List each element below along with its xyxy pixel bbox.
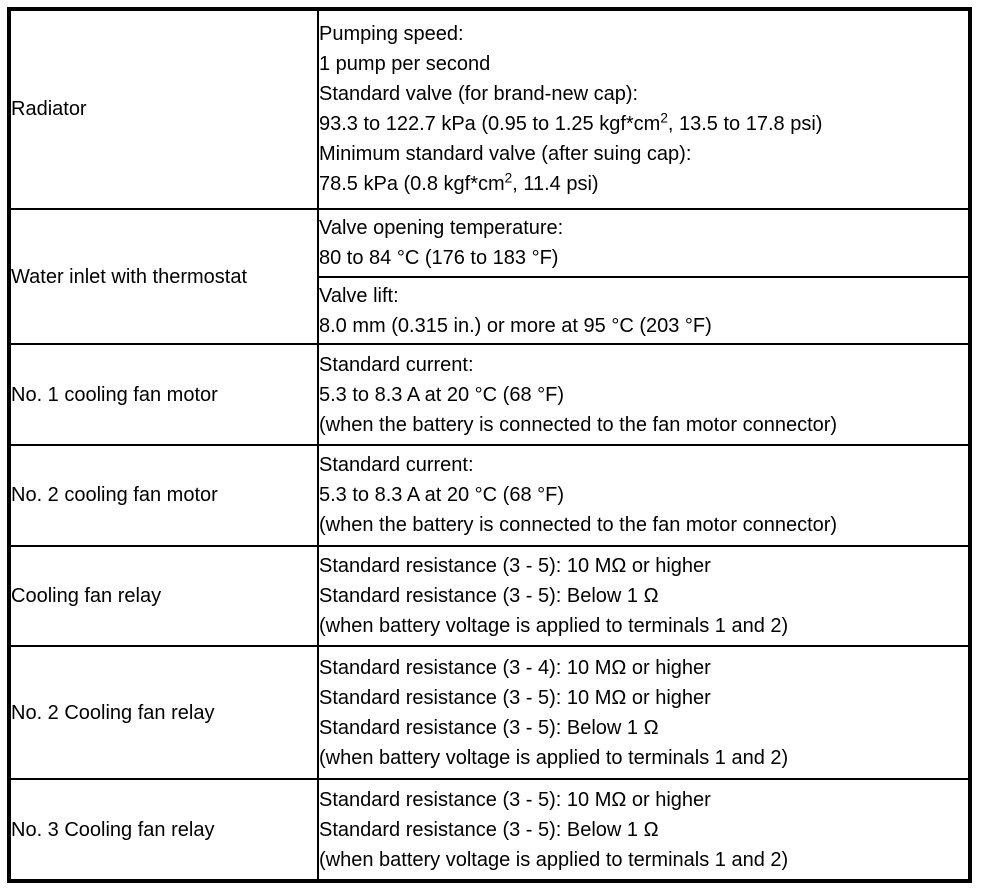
spec-line: Valve opening temperature: (319, 216, 564, 239)
spec-item-label-cell: Radiator (11, 11, 319, 210)
spec-line: 5.3 to 8.3 A at 20 °C (68 °F) (319, 383, 565, 406)
spec-line: Standard current: (319, 454, 474, 477)
spec-value-cell: Standard current: 5.3 to 8.3 A at 20 °C (… (317, 443, 968, 547)
spec-item-label-cell: No. 2 Cooling fan relay (11, 645, 319, 781)
spec-value-cell: Standard resistance (3 - 5): 10 MΩ or hi… (317, 778, 968, 879)
spec-line: 80 to 84 °C (176 to 183 °F) (319, 246, 559, 269)
spec-line-text: 93.3 to 122.7 kPa (0.95 to 1.25 kgf*cm (319, 113, 661, 136)
spec-line: Standard resistance (3 - 5): 10 MΩ or hi… (319, 554, 711, 577)
spec-line: Standard resistance (3 - 5): Below 1 Ω (319, 818, 659, 841)
spec-value-cell: Standard resistance (3 - 5): 10 MΩ or hi… (317, 544, 968, 648)
spec-item-label: Water inlet with thermostat (11, 265, 248, 288)
spec-item-label: Cooling fan relay (11, 584, 162, 607)
spec-line: 78.5 kPa (0.8 kgf*cm2, 11.4 psi) (319, 169, 968, 199)
spec-line: 93.3 to 122.7 kPa (0.95 to 1.25 kgf*cm2,… (319, 109, 968, 139)
table-row: Valve lift: 8.0 mm (0.315 in.) or more at… (11, 275, 968, 346)
table-row: No. 1 cooling fan motor Standard current:… (11, 343, 968, 446)
spec-value-cell: Valve lift: 8.0 mm (0.315 in.) or more at… (318, 275, 968, 346)
spec-line: Standard resistance (3 - 5): 10 MΩ or hi… (319, 686, 711, 709)
spec-line: (when battery voltage is applied to term… (319, 746, 789, 769)
spec-line-text-tail: , 11.4 psi) (512, 173, 599, 196)
spec-line: Standard valve (for brand-new cap): (319, 83, 639, 106)
spec-line: (when battery voltage is applied to term… (319, 614, 789, 637)
spec-line: Minimum standard valve (after suing cap)… (319, 143, 692, 166)
table-row: No. 3 Cooling fan relay Standard resistan… (11, 778, 968, 879)
spec-item-label-cell: Cooling fan relay (11, 544, 319, 648)
spec-line: 8.0 mm (0.315 in.) or more at 95 °C (203… (319, 314, 712, 337)
spec-item-label-cell: No. 2 cooling fan motor (11, 443, 319, 547)
spec-line-superscript: 2 (660, 110, 668, 126)
spec-value-cell: Standard current: 5.3 to 8.3 A at 20 °C (… (317, 343, 968, 446)
table-row: No. 2 cooling fan motor Standard current:… (11, 443, 968, 547)
spec-line: Standard resistance (3 - 5): 10 MΩ or hi… (319, 788, 711, 811)
spec-item-label: Radiator (11, 98, 87, 121)
spec-line: 1 pump per second (319, 53, 491, 76)
spec-line: Standard resistance (3 - 5): Below 1 Ω (319, 716, 659, 739)
spec-line: Standard resistance (3 - 4): 10 MΩ or hi… (319, 656, 711, 679)
spec-line: (when the battery is connected to the fa… (319, 413, 838, 436)
spec-value-cell: Standard resistance (3 - 4): 10 MΩ or hi… (317, 645, 968, 781)
table-row: Water inlet with thermostat Valve opening… (11, 207, 968, 346)
spec-item-label: No. 1 cooling fan motor (11, 383, 218, 406)
spec-line: Standard resistance (3 - 5): Below 1 Ω (319, 584, 659, 607)
spec-line-text: 78.5 kPa (0.8 kgf*cm (319, 173, 505, 196)
spec-line: Pumping speed: (319, 23, 464, 46)
spec-line-superscript: 2 (504, 170, 513, 186)
spec-line: (when battery voltage is applied to term… (319, 848, 789, 871)
spec-item-label: No. 3 Cooling fan relay (11, 818, 215, 841)
spec-line-text-tail: , 13.5 to 17.8 psi) (667, 113, 823, 136)
spec-item-label: No. 2 Cooling fan relay (11, 701, 215, 724)
spec-item-label-cell: No. 1 cooling fan motor (11, 343, 319, 446)
spec-line: Standard current: (319, 353, 474, 376)
spec-line: (when the battery is connected to the fa… (319, 514, 838, 537)
spec-line: 5.3 to 8.3 A at 20 °C (68 °F) (319, 484, 565, 507)
spec-item-label-cell: Water inlet with thermostat (11, 207, 319, 346)
table-row: Cooling fan relay Standard resistance (3 … (11, 544, 968, 648)
spec-line: Valve lift: (319, 284, 399, 307)
spec-item-label-cell: No. 3 Cooling fan relay (11, 778, 319, 879)
spec-item-label: No. 2 cooling fan motor (11, 484, 218, 507)
spec-value-cell: Valve opening temperature: 80 to 84 °C (1… (317, 207, 968, 278)
